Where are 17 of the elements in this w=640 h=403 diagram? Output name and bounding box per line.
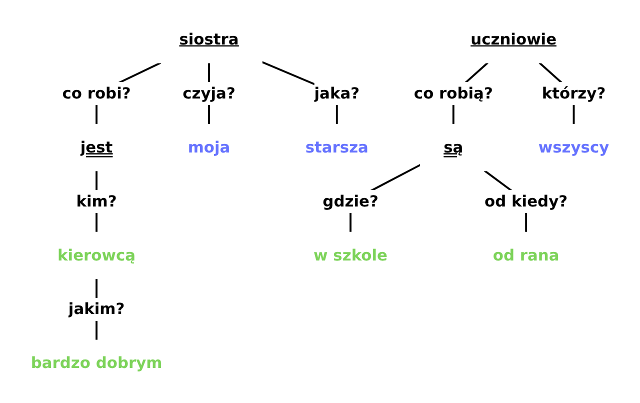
- edge-label: kim?: [76, 192, 117, 210]
- node-text: w szkole: [314, 246, 388, 264]
- node-text: wszyscy: [538, 138, 610, 156]
- node-text: od rana: [492, 246, 560, 264]
- edge-label: co robi?: [62, 84, 131, 102]
- edge-label: od kiedy?: [484, 192, 568, 210]
- edge-label: co robią?: [414, 84, 493, 102]
- node-text: starsza: [305, 138, 368, 156]
- node-text: bardzo dobrym: [30, 354, 162, 372]
- node-text: moja: [188, 138, 230, 156]
- node-text: siostra: [179, 30, 239, 48]
- node-text: są: [444, 138, 464, 156]
- edge-label: gdzie?: [322, 192, 378, 210]
- node-text: uczniowie: [470, 30, 557, 48]
- edge-label: czyja?: [182, 84, 236, 102]
- edge-label: którzy?: [542, 84, 606, 102]
- node-text: kierowcą: [58, 246, 136, 264]
